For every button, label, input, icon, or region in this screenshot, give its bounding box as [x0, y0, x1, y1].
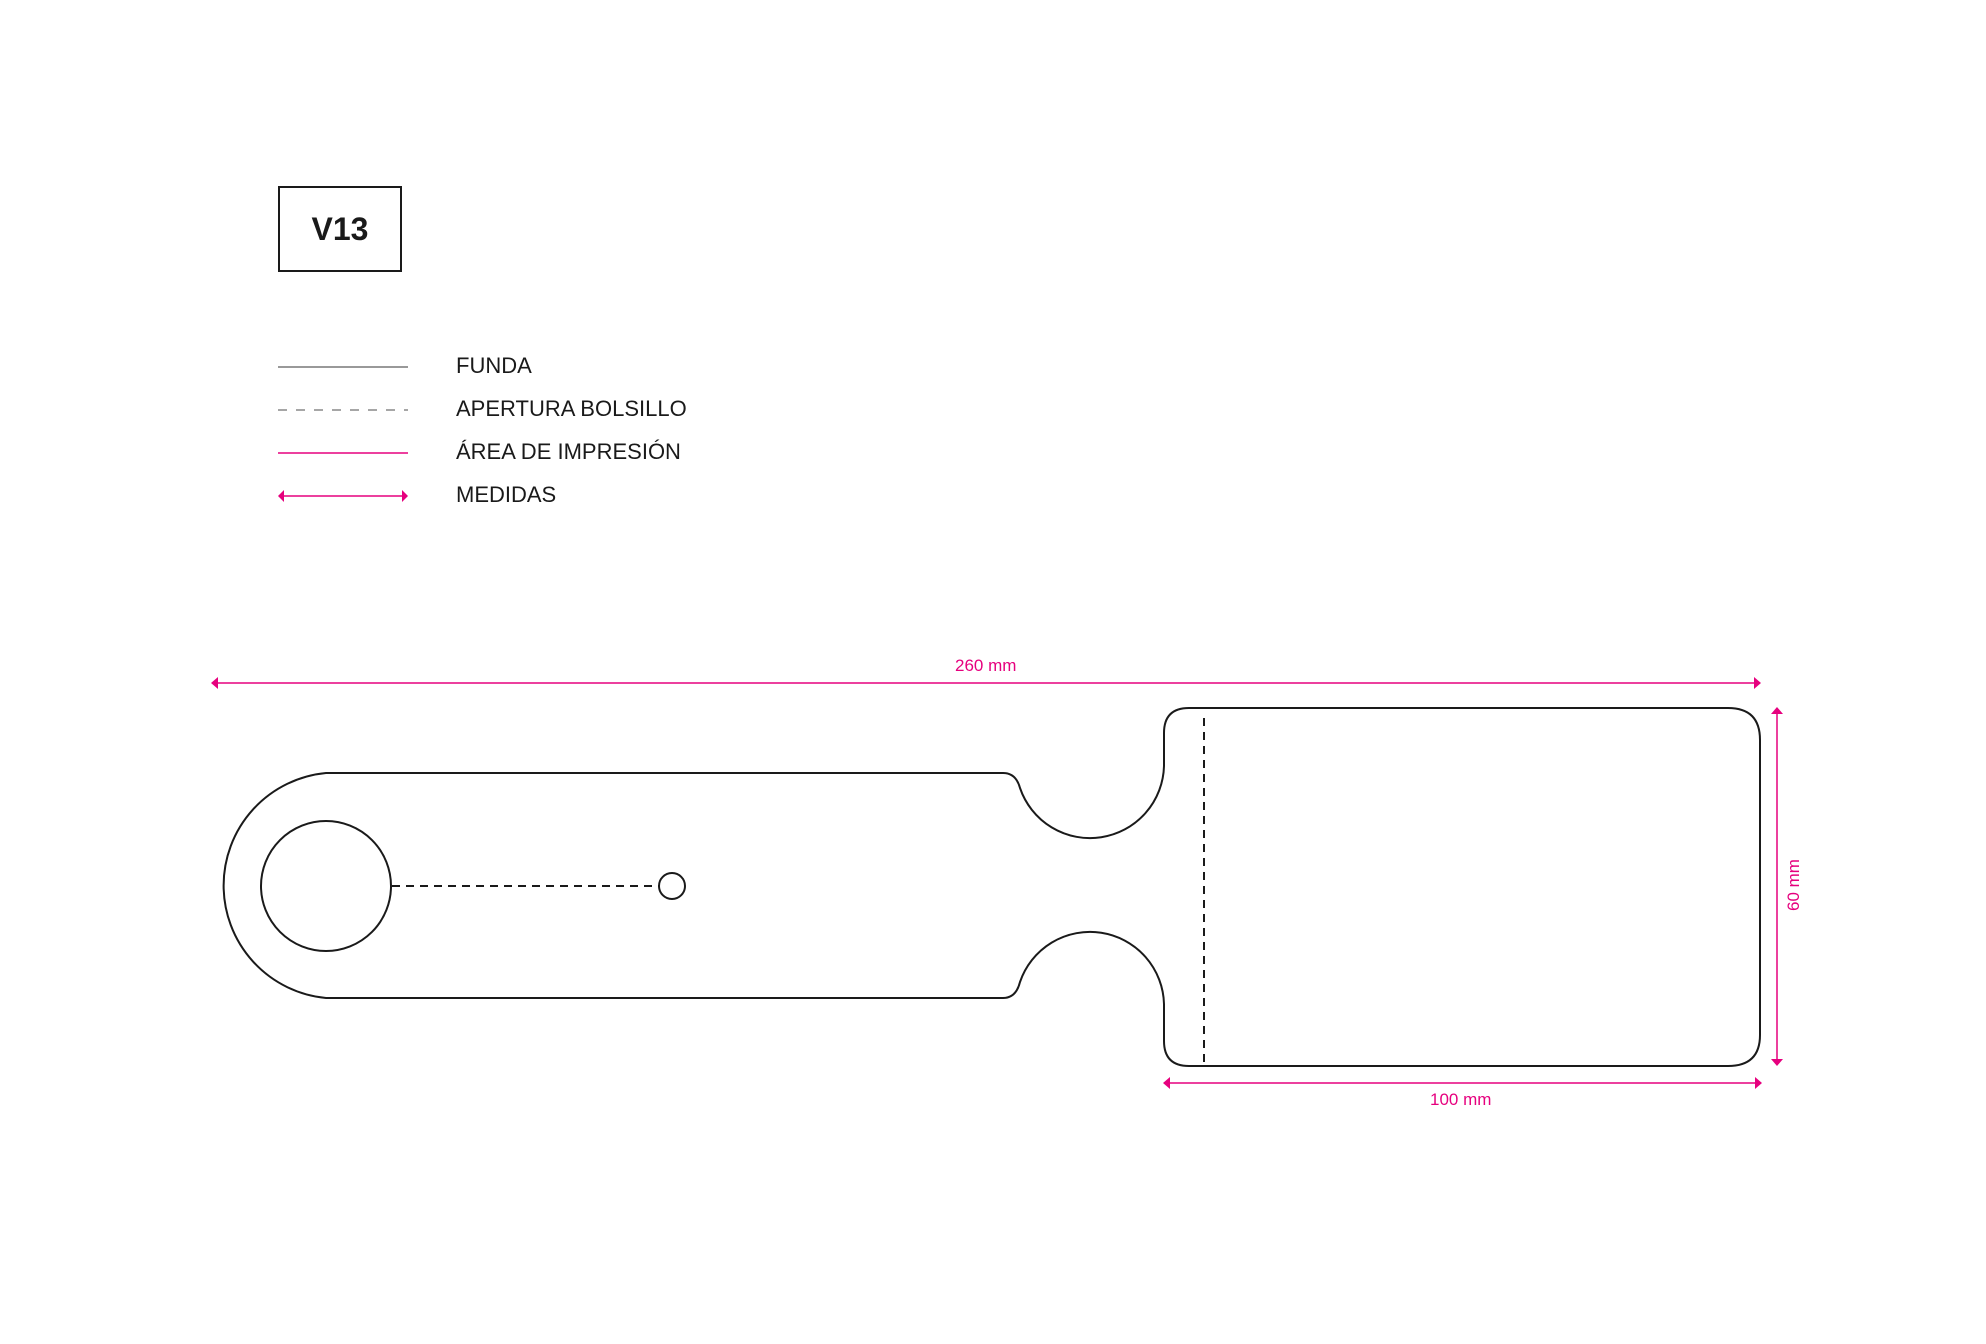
legend: FUNDA APERTURA BOLSILLO ÁREA DE IMPRESIÓ…	[278, 350, 878, 522]
legend-label-area: ÁREA DE IMPRESIÓN	[456, 439, 681, 464]
dimension-pocket-width	[1163, 1077, 1762, 1089]
tag-outline	[222, 707, 1761, 1067]
legend-label-apertura: APERTURA BOLSILLO	[456, 396, 687, 421]
hang-hole	[260, 820, 392, 952]
legend-item-funda: FUNDA	[278, 350, 878, 393]
legend-label-funda: FUNDA	[456, 353, 532, 378]
legend-item-medidas: MEDIDAS	[278, 479, 878, 522]
legend-label-medidas: MEDIDAS	[456, 482, 557, 507]
slot-end-hole	[658, 872, 686, 900]
dimension-pocket-height	[1771, 707, 1783, 1066]
dimension-label-width: 100 mm	[1430, 1090, 1492, 1109]
dimension-label-total: 260 mm	[955, 656, 1017, 675]
dimension-label-height: 60 mm	[1783, 859, 1803, 911]
dimension-total-length	[211, 677, 1761, 689]
legend-item-apertura: APERTURA BOLSILLO	[278, 393, 878, 436]
print-area-line-swatch	[278, 452, 408, 454]
dashed-line-swatch	[278, 409, 408, 411]
solid-line-swatch	[278, 366, 408, 368]
legend-item-area: ÁREA DE IMPRESIÓN	[278, 436, 878, 479]
model-code: V13	[311, 210, 369, 247]
model-code-box: V13	[278, 186, 402, 272]
double-arrow-icon	[278, 490, 408, 502]
